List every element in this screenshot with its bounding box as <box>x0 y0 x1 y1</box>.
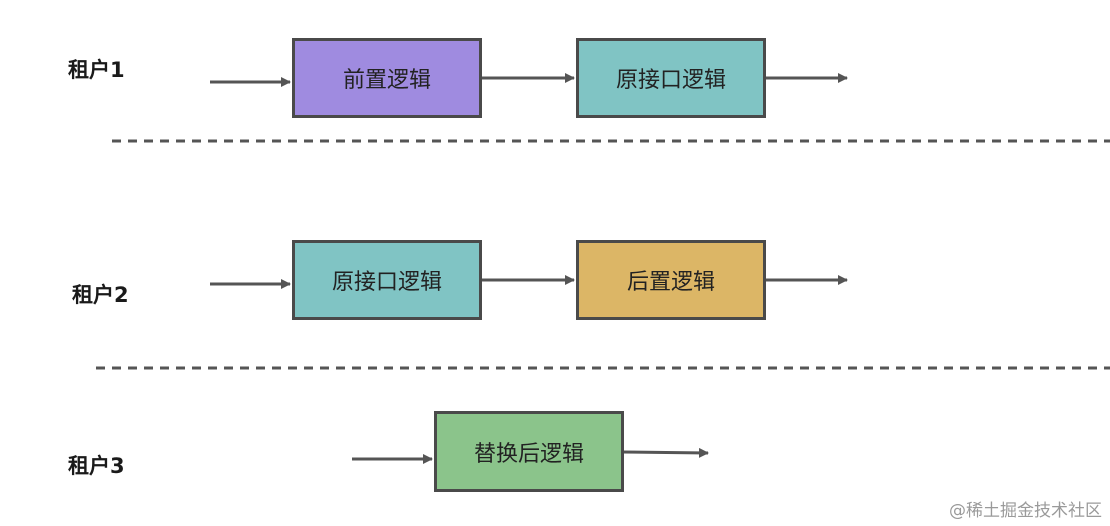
watermark: @稀土掘金技术社区 <box>949 501 1102 521</box>
pre-logic-box: 前置逻辑 <box>292 38 482 118</box>
arrow-out-tenant3 <box>621 447 709 458</box>
original-logic-box-1: 原接口逻辑 <box>576 38 766 118</box>
tenant-1-label: 租户1 <box>68 58 125 82</box>
replaced-logic-box: 替换后逻辑 <box>434 411 624 492</box>
tenant-3-label: 租户3 <box>68 454 125 478</box>
post-logic-box: 后置逻辑 <box>576 240 766 320</box>
tenant-2-label: 租户2 <box>72 283 129 307</box>
original-logic-box-2: 原接口逻辑 <box>292 240 482 320</box>
